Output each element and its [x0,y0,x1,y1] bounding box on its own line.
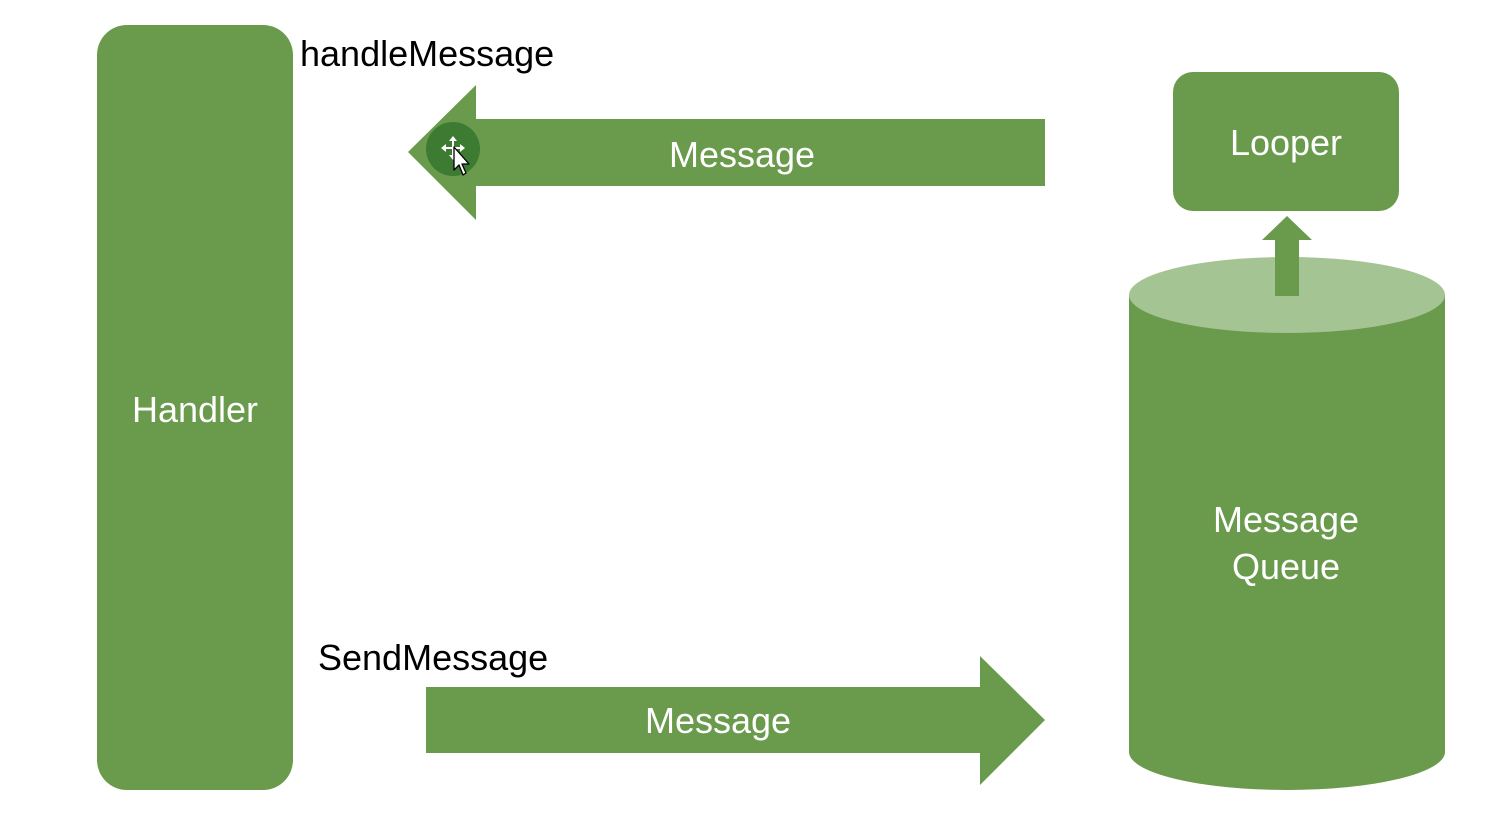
queue-label-line1: Message [1213,499,1359,540]
up-arrow [1262,216,1312,296]
bottom-arrow-label: Message [645,700,791,741]
message-queue-cylinder: Message Queue [1129,257,1445,790]
looper-box: Looper [1173,72,1399,211]
handle-message-label: handleMessage [300,33,554,74]
bottom-message-arrow: Message [426,656,1045,785]
send-message-label: SendMessage [318,637,548,678]
top-message-arrow: Message [408,85,1045,220]
handler-box: Handler [97,25,293,790]
move-cursor-icon [426,122,480,176]
queue-label-line2: Queue [1232,546,1340,587]
looper-label: Looper [1230,122,1342,163]
handler-label: Handler [132,389,258,430]
top-arrow-label: Message [669,134,815,175]
